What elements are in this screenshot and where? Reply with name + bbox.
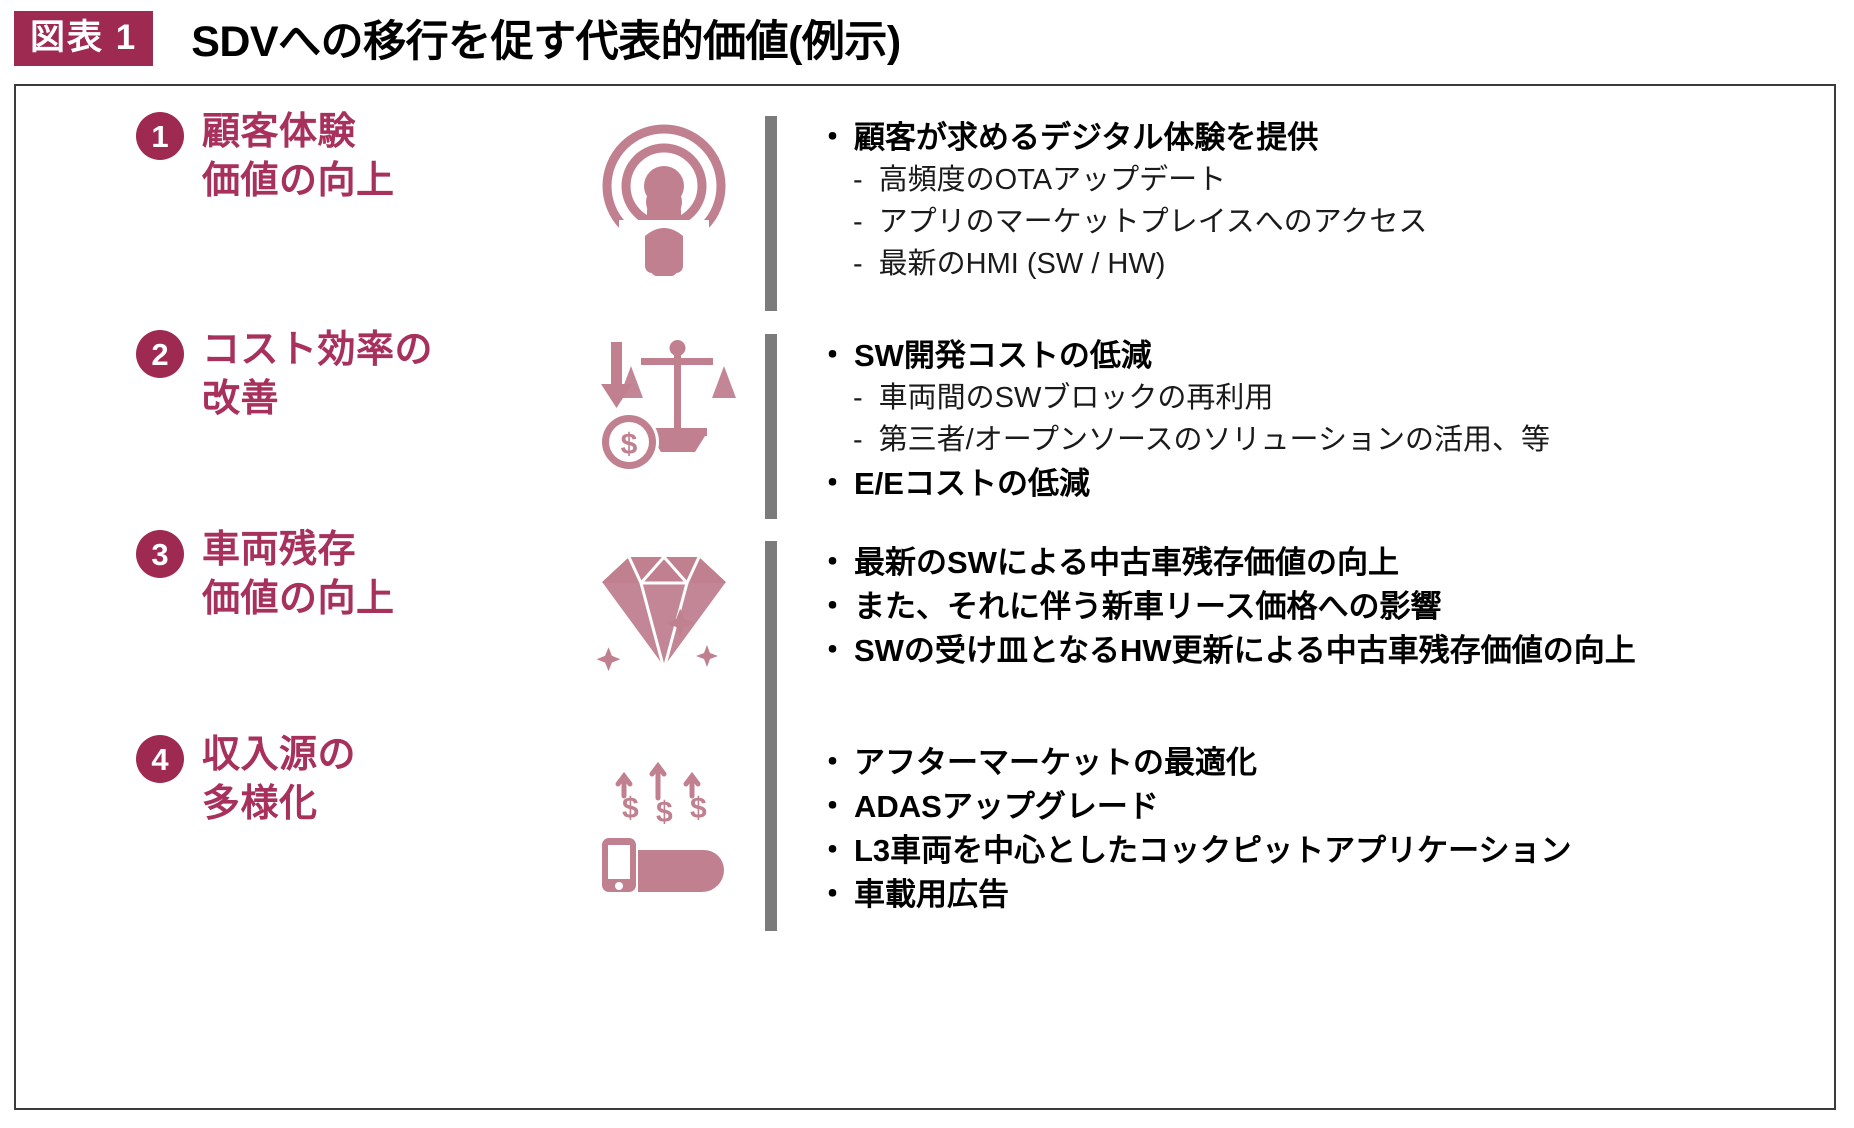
bullet-text: L3車両を中心としたコックピットアプリケーション — [854, 833, 1572, 869]
bullet-text: 車載用広告 — [854, 877, 1009, 913]
header: 図表 1 SDVへの移行を促す代表的価値(例示) — [0, 0, 1854, 66]
bullet-text: ADASアップグレード — [854, 789, 1159, 825]
section-icon-1 — [576, 108, 751, 284]
section-bullets-4: ・アフターマーケットの最適化・ADASアップグレード・L3車両を中心としたコック… — [777, 731, 1834, 917]
section-number-badge: 2 — [136, 330, 184, 378]
section-icon-4: $ $ $ — [576, 731, 751, 901]
figure-number-badge: 図表 1 — [14, 10, 154, 66]
diamond-icon — [596, 556, 728, 672]
bullet-marker-icon: ・ — [817, 589, 848, 625]
section-heading: 車両残存 価値の向上 — [202, 529, 395, 620]
section-label-4: 4 収入源の 多様化 — [16, 731, 576, 828]
section-heading: 顧客体験 価値の向上 — [202, 111, 395, 202]
bullet-text: E/Eコストの低減 — [854, 465, 1090, 501]
section-divider-bar — [765, 116, 777, 311]
section-bullets-3: ・最新のSWによる中古車残存価値の向上・また、それに伴う新車リース価格への影響・… — [777, 526, 1834, 673]
bullet-text: 顧客が求めるデジタル体験を提供 — [854, 120, 1319, 155]
svg-text:$: $ — [690, 792, 707, 825]
sub-bullet-item: -アプリのマーケットプレイスへのアクセス — [817, 202, 1834, 244]
bullet-marker-icon: ・ — [817, 789, 848, 825]
bullet-text: また、それに伴う新車リース価格への影響 — [854, 589, 1442, 625]
sub-bullet-item: -最新のHMI (SW / HW) — [817, 244, 1834, 286]
svg-text:$: $ — [656, 796, 673, 829]
hand-money-growth-icon: $ $ $ — [602, 761, 724, 892]
section-number-badge: 3 — [136, 530, 184, 578]
bullet-marker-icon: ・ — [817, 833, 848, 869]
bullet-item: ・車載用広告 — [817, 873, 1834, 917]
section-icon-2: $ — [576, 326, 751, 486]
bullet-marker-icon: ・ — [817, 338, 848, 373]
dash-marker-icon: - — [853, 247, 863, 280]
section-label-2: 2 コスト効率の 改善 — [16, 326, 576, 423]
bullet-item: ・SW開発コストの低減 — [817, 334, 1834, 378]
bullet-marker-icon: ・ — [817, 465, 848, 501]
section-bullets-2: ・SW開発コストの低減-車両間のSWブロックの再利用-第三者/オープンソースのソ… — [777, 326, 1834, 506]
section-label-3: 3 車両残存 価値の向上 — [16, 526, 576, 623]
bullet-marker-icon: ・ — [817, 745, 848, 780]
sub-bullet-item: -高頻度のOTAアップデート — [817, 160, 1834, 202]
bullet-text: 最新のSWによる中古車残存価値の向上 — [854, 545, 1400, 580]
section-icon-3 — [576, 526, 751, 691]
bullet-text: アプリのマーケットプレイスへのアクセス — [878, 205, 1428, 238]
svg-text:$: $ — [620, 428, 637, 461]
bullet-text: アフターマーケットの最適化 — [854, 745, 1257, 780]
page-title: SDVへの移行を促す代表的価値(例示) — [191, 18, 901, 66]
bullet-text: SW開発コストの低減 — [854, 338, 1152, 373]
bullet-text: SWの受け皿となるHW更新による中古車残存価値の向上 — [854, 633, 1636, 669]
bullet-item: ・SWの受け皿となるHW更新による中古車残存価値の向上 — [817, 629, 1834, 673]
sub-bullet-item: -第三者/オープンソースのソリューションの活用、等 — [817, 420, 1834, 462]
section-heading: 収入源の 多様化 — [202, 734, 357, 825]
bullet-text: 高頻度のOTAアップデート — [878, 164, 1227, 197]
bullet-item: ・L3車両を中心としたコックピットアプリケーション — [817, 829, 1834, 873]
bullet-text: 最新のHMI (SW / HW) — [878, 247, 1166, 280]
section-divider-bar — [765, 541, 777, 741]
cost-scale-icon: $ — [598, 340, 736, 472]
bullet-marker-icon: ・ — [817, 877, 848, 913]
dash-marker-icon: - — [853, 205, 863, 238]
bullet-marker-icon: ・ — [817, 633, 848, 669]
section-divider-bar — [765, 334, 777, 519]
bullet-item: ・顧客が求めるデジタル体験を提供 — [817, 116, 1834, 160]
section-label-1: 1 顧客体験 価値の向上 — [16, 108, 576, 205]
bullet-text: 第三者/オープンソースのソリューションの活用、等 — [878, 423, 1550, 456]
bullet-item: ・アフターマーケットの最適化 — [817, 741, 1834, 785]
section-number-badge: 4 — [136, 735, 184, 783]
bullet-item: ・また、それに伴う新車リース価格への影響 — [817, 585, 1834, 629]
sub-bullet-item: -車両間のSWブロックの再利用 — [817, 378, 1834, 420]
dash-marker-icon: - — [853, 164, 863, 197]
broadcast-person-icon — [602, 124, 725, 276]
bullet-marker-icon: ・ — [817, 120, 848, 155]
bullet-item: ・E/Eコストの低減 — [817, 462, 1834, 506]
bullet-marker-icon: ・ — [817, 545, 848, 580]
section-heading: コスト効率の 改善 — [202, 329, 434, 420]
bullet-text: 車両間のSWブロックの再利用 — [878, 382, 1274, 415]
bullet-item: ・ADASアップグレード — [817, 785, 1834, 829]
bullet-item: ・最新のSWによる中古車残存価値の向上 — [817, 541, 1834, 585]
dash-marker-icon: - — [853, 382, 863, 415]
dash-marker-icon: - — [853, 423, 863, 456]
section-divider-bar — [765, 741, 777, 931]
section-bullets-1: ・顧客が求めるデジタル体験を提供-高頻度のOTAアップデート-アプリのマーケット… — [777, 108, 1834, 285]
section-number-badge: 1 — [136, 112, 184, 160]
svg-text:$: $ — [622, 792, 639, 825]
